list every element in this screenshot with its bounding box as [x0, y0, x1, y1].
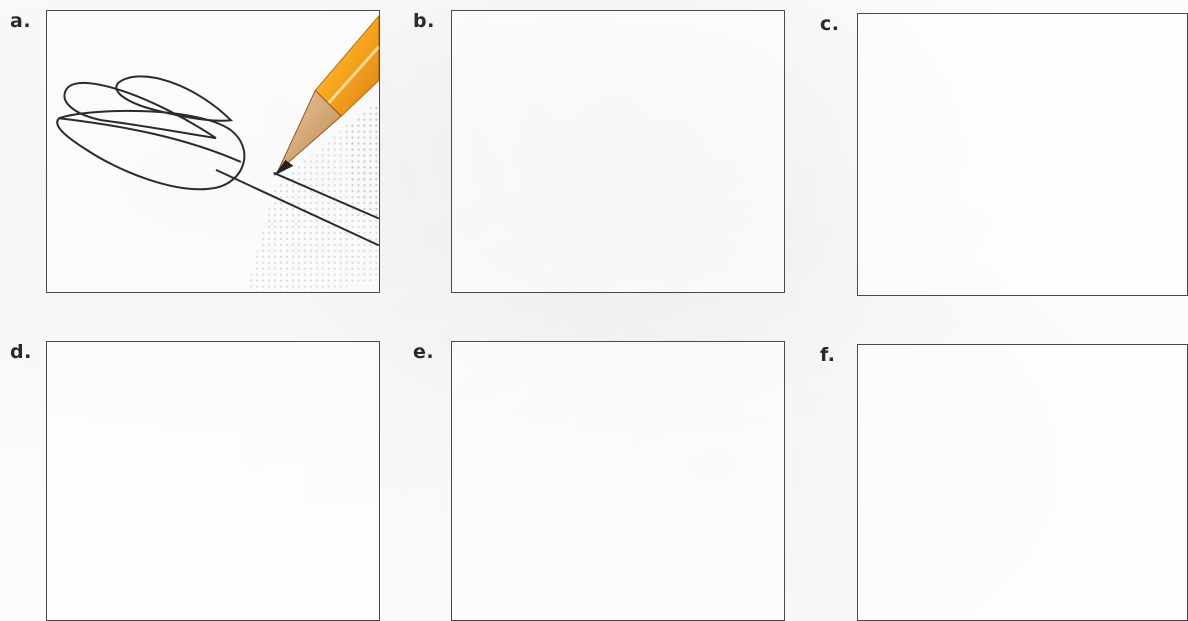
drawing-frame-e: [451, 341, 785, 621]
drawing-frame-b: [451, 10, 785, 293]
cell-label-e: e.: [413, 341, 434, 363]
cell-label-d: d.: [10, 341, 32, 363]
tulip-pencil-illustration: [47, 11, 379, 292]
drawing-frame-d: [46, 341, 380, 621]
drawing-frame-f: [857, 344, 1188, 621]
tulip-petal-front: [57, 111, 244, 189]
drawing-frame-a: [46, 10, 380, 293]
cell-label-f: f.: [820, 344, 835, 366]
drawing-frame-c: [857, 13, 1188, 296]
cell-label-c: c.: [820, 13, 839, 35]
tulip-inner-line: [59, 118, 241, 162]
cell-label-a: a.: [10, 10, 31, 32]
cell-label-b: b.: [413, 10, 435, 32]
